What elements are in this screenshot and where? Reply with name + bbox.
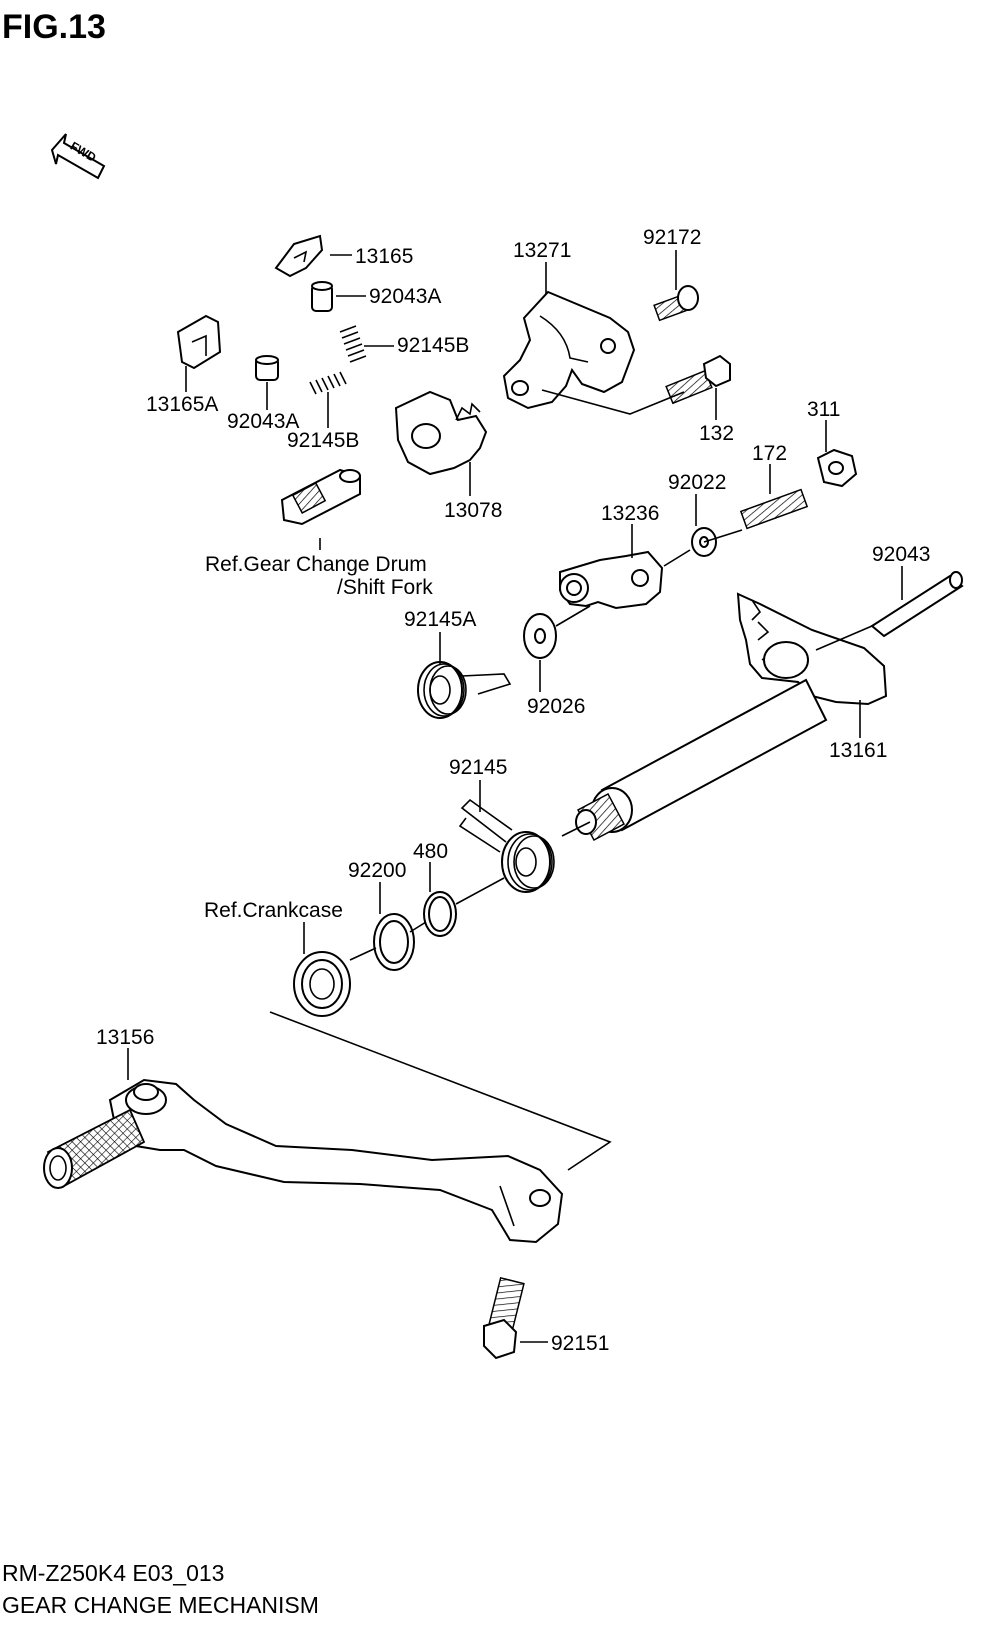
label-311: 311	[807, 398, 840, 421]
label-13271: 13271	[513, 239, 571, 262]
label-13165: 13165	[355, 245, 413, 268]
label-92043a-top: 92043A	[369, 285, 441, 308]
part-480-drawing	[423, 891, 457, 937]
label-13161: 13161	[829, 739, 887, 762]
label-92145b-top: 92145B	[397, 334, 469, 357]
label-92043: 92043	[872, 543, 930, 566]
label-480: 480	[413, 840, 448, 863]
part-92145b-drawing	[309, 371, 347, 395]
part-13165a-drawing	[176, 314, 222, 370]
label-92043a: 92043A	[227, 410, 299, 433]
part-13156-drawing	[43, 1078, 564, 1244]
diagram-description: GEAR CHANGE MECHANISM	[2, 1592, 319, 1618]
leader-lines	[127, 250, 903, 1343]
figure-title: FIG.13	[2, 8, 106, 46]
ref-crankcase-seal-drawing	[293, 951, 351, 1017]
fwd-arrow-icon: FWD	[50, 133, 106, 180]
model-code: RM-Z250K4 E03_013	[2, 1560, 224, 1586]
part-92043-drawing	[870, 571, 964, 638]
label-92151: 92151	[551, 1332, 609, 1355]
label-92145a: 92145A	[404, 608, 476, 631]
label-92022: 92022	[668, 471, 726, 494]
label-92145: 92145	[449, 756, 507, 779]
part-13078-drawing	[394, 390, 488, 476]
part-92145-drawing	[458, 798, 555, 893]
part-92026-drawing	[523, 613, 557, 659]
ref-gear-drum-pin-drawing	[280, 468, 361, 526]
label-172: 172	[752, 442, 787, 465]
label-92172: 92172	[643, 226, 701, 249]
label-13156: 13156	[96, 1026, 154, 1049]
ref-gear-change-drum-label: Ref.Gear Change Drum	[205, 553, 427, 576]
part-311-drawing	[816, 448, 858, 488]
part-172-drawing	[739, 488, 809, 530]
part-92145b-top-drawing	[339, 325, 367, 363]
part-13236-drawing	[559, 550, 664, 610]
part-92151-drawing	[483, 1276, 525, 1360]
part-13271-drawing	[502, 290, 636, 410]
part-13161-drawing	[575, 592, 888, 842]
part-92043a-top-drawing	[311, 281, 333, 312]
label-92200: 92200	[348, 859, 406, 882]
ref-crankcase-label: Ref.Crankcase	[204, 899, 343, 922]
part-13165-drawing	[274, 234, 324, 278]
part-92200-drawing	[373, 913, 415, 971]
ref-shift-fork-label: /Shift Fork	[337, 576, 433, 599]
part-92043a-drawing	[255, 355, 279, 381]
label-92026: 92026	[527, 695, 585, 718]
label-13078: 13078	[444, 499, 502, 522]
part-92145a-drawing	[417, 661, 512, 719]
part-92172-drawing	[653, 285, 699, 322]
label-132: 132	[699, 422, 734, 445]
label-13236: 13236	[601, 502, 659, 525]
label-92145b: 92145B	[287, 429, 359, 452]
label-13165a: 13165A	[146, 393, 218, 416]
